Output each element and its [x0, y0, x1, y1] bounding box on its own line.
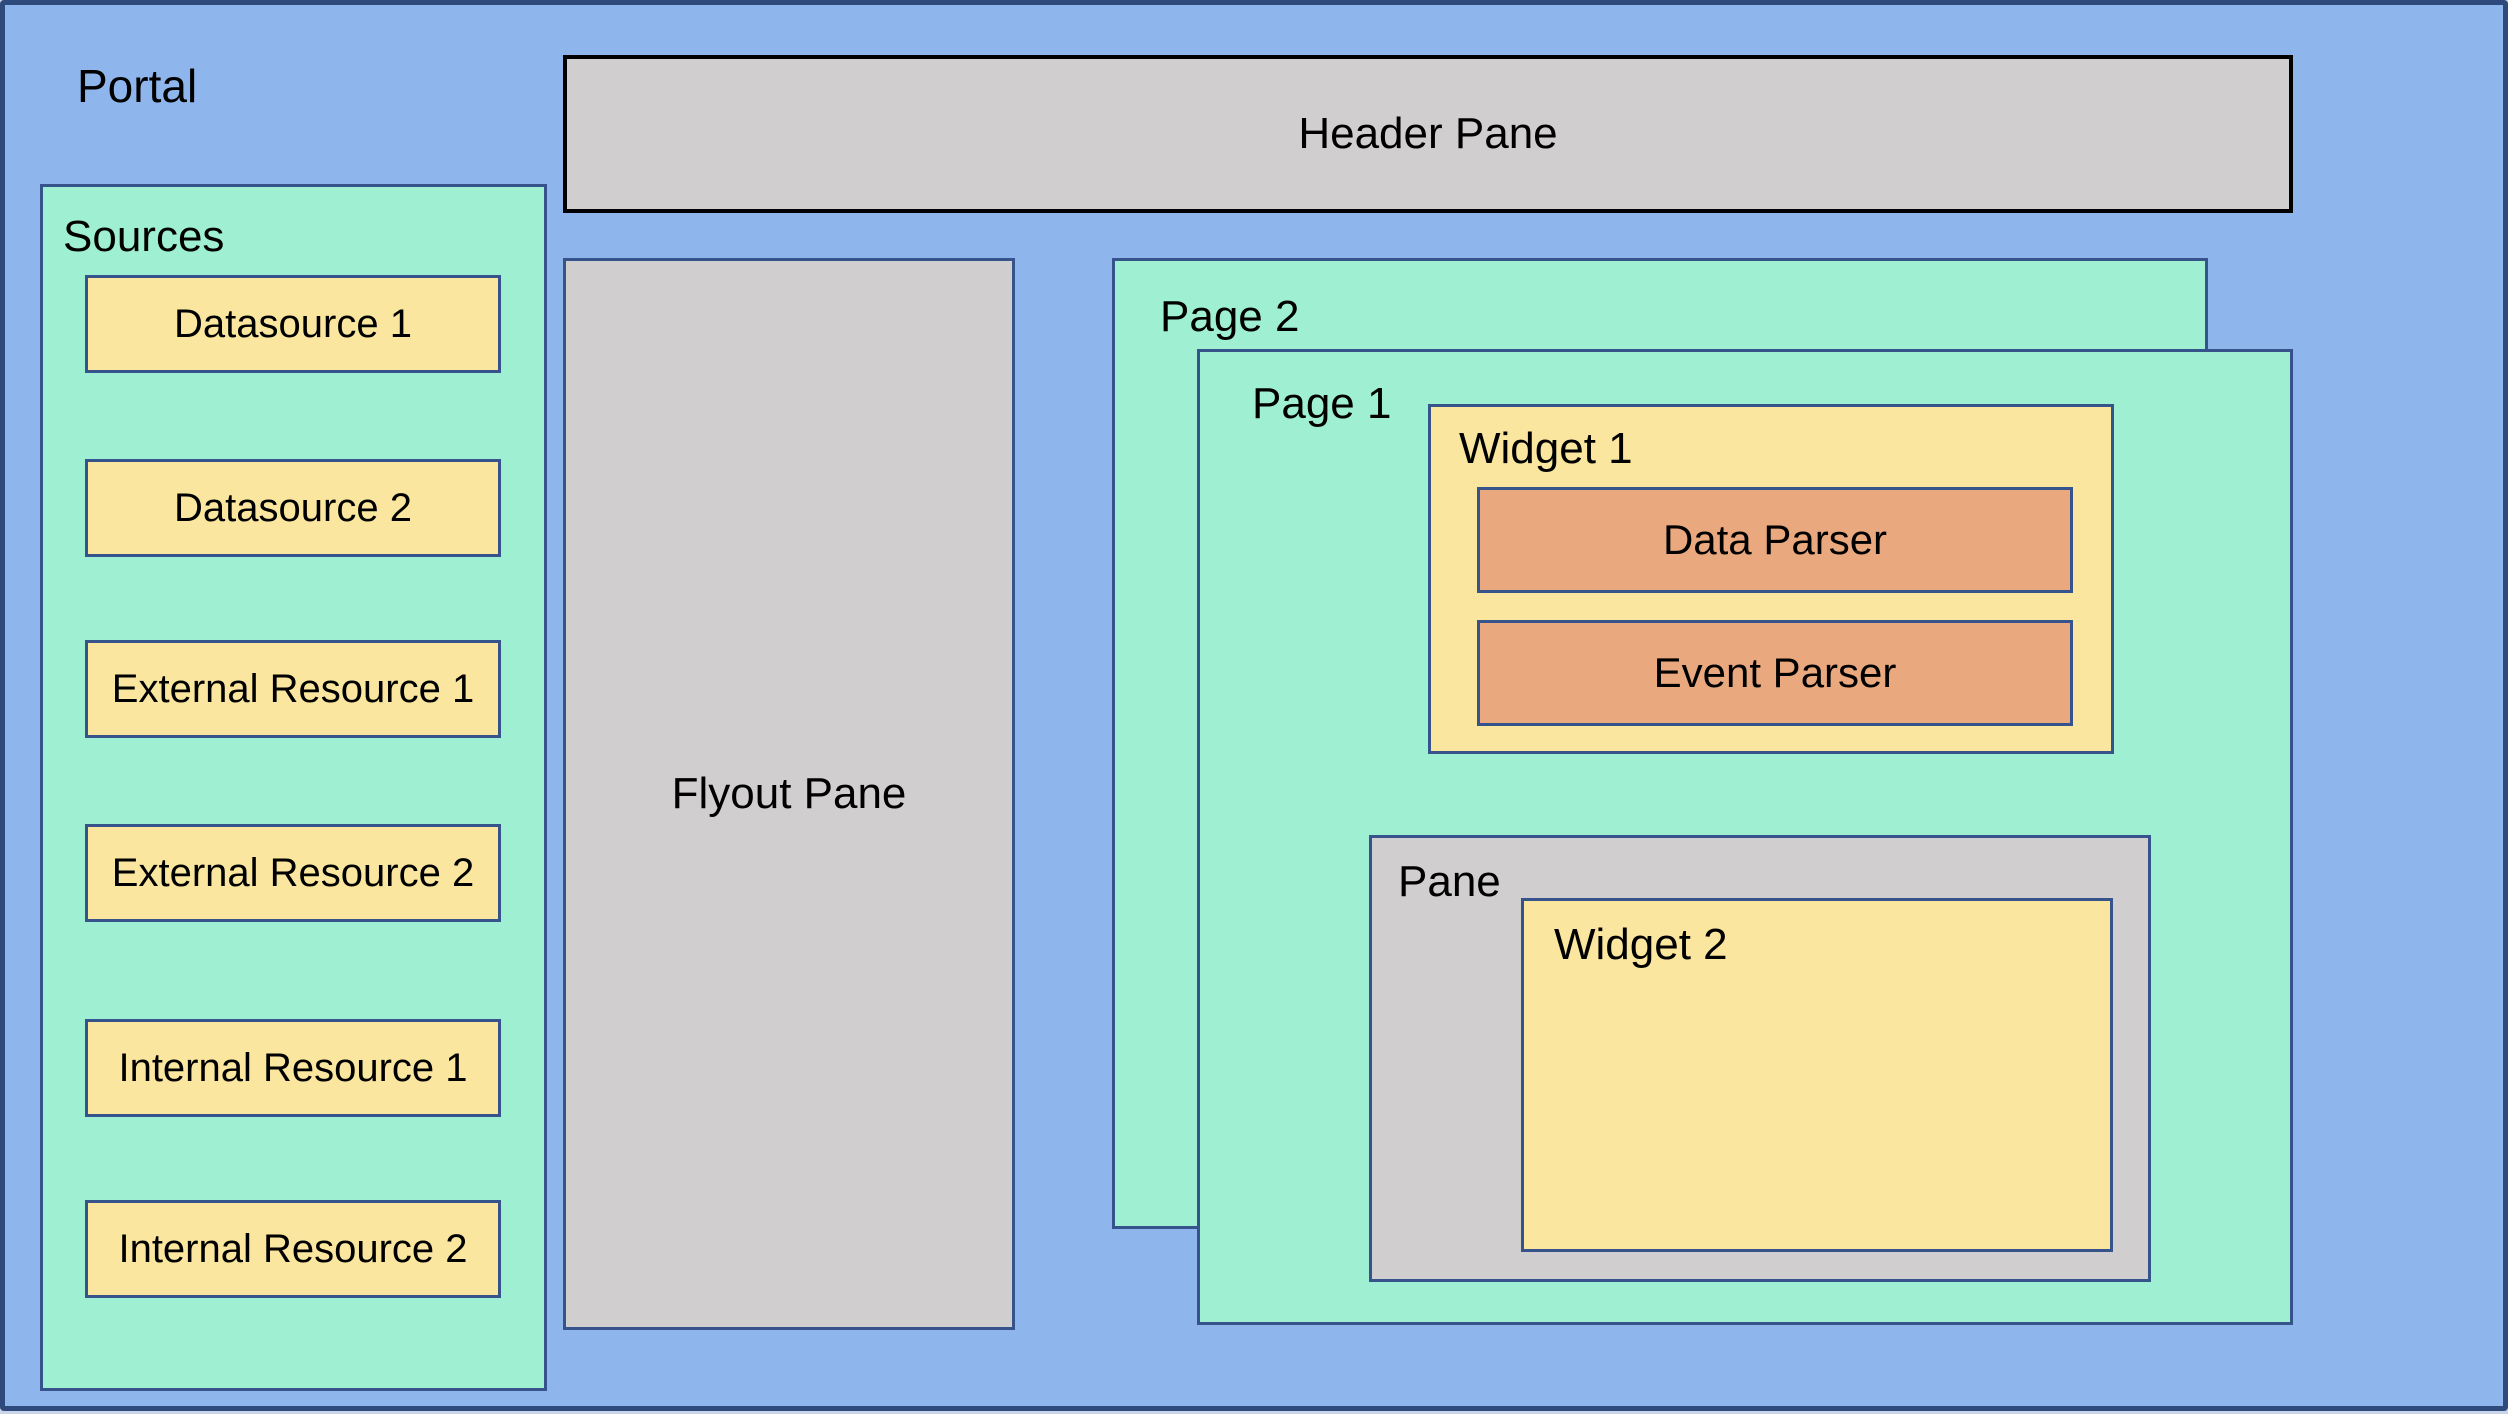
source-item: Internal Resource 2 [85, 1200, 501, 1298]
widget-1: Widget 1 Data Parser Event Parser [1428, 404, 2114, 754]
source-item: External Resource 1 [85, 640, 501, 738]
source-item-label: Datasource 1 [174, 302, 412, 346]
source-item-label: External Resource 2 [111, 851, 475, 895]
source-item: Internal Resource 1 [85, 1019, 501, 1117]
sources-label: Sources [63, 212, 225, 261]
page-1-label: Page 1 [1252, 379, 1392, 428]
widget-1-label: Widget 1 [1459, 424, 1633, 473]
pane: Pane Widget 2 [1369, 835, 2151, 1282]
source-item-label: External Resource 1 [111, 667, 475, 711]
widget-2-label: Widget 2 [1554, 920, 1728, 969]
flyout-pane: Flyout Pane [563, 258, 1015, 1330]
header-pane-label: Header Pane [1298, 109, 1558, 158]
source-item: Datasource 1 [85, 275, 501, 373]
event-parser-label: Event Parser [1653, 649, 1897, 696]
event-parser: Event Parser [1477, 620, 2073, 726]
data-parser: Data Parser [1477, 487, 2073, 593]
source-item: External Resource 2 [85, 824, 501, 922]
source-item-label: Datasource 2 [174, 486, 412, 530]
source-item-label: Internal Resource 2 [118, 1227, 468, 1271]
source-item-label: Internal Resource 1 [118, 1046, 468, 1090]
data-parser-label: Data Parser [1662, 516, 1888, 563]
flyout-pane-label: Flyout Pane [671, 769, 907, 818]
sources-panel: Sources Datasource 1 Datasource 2 External… [40, 184, 547, 1391]
header-pane: Header Pane [563, 55, 2293, 213]
page-2-label: Page 2 [1160, 292, 1300, 341]
source-item: Datasource 2 [85, 459, 501, 557]
widget-2: Widget 2 [1521, 898, 2113, 1252]
page-1: Page 1 Widget 1 Data Parser Event Parser… [1197, 349, 2293, 1325]
pane-label: Pane [1398, 857, 1501, 906]
portal-label: Portal [77, 60, 198, 112]
